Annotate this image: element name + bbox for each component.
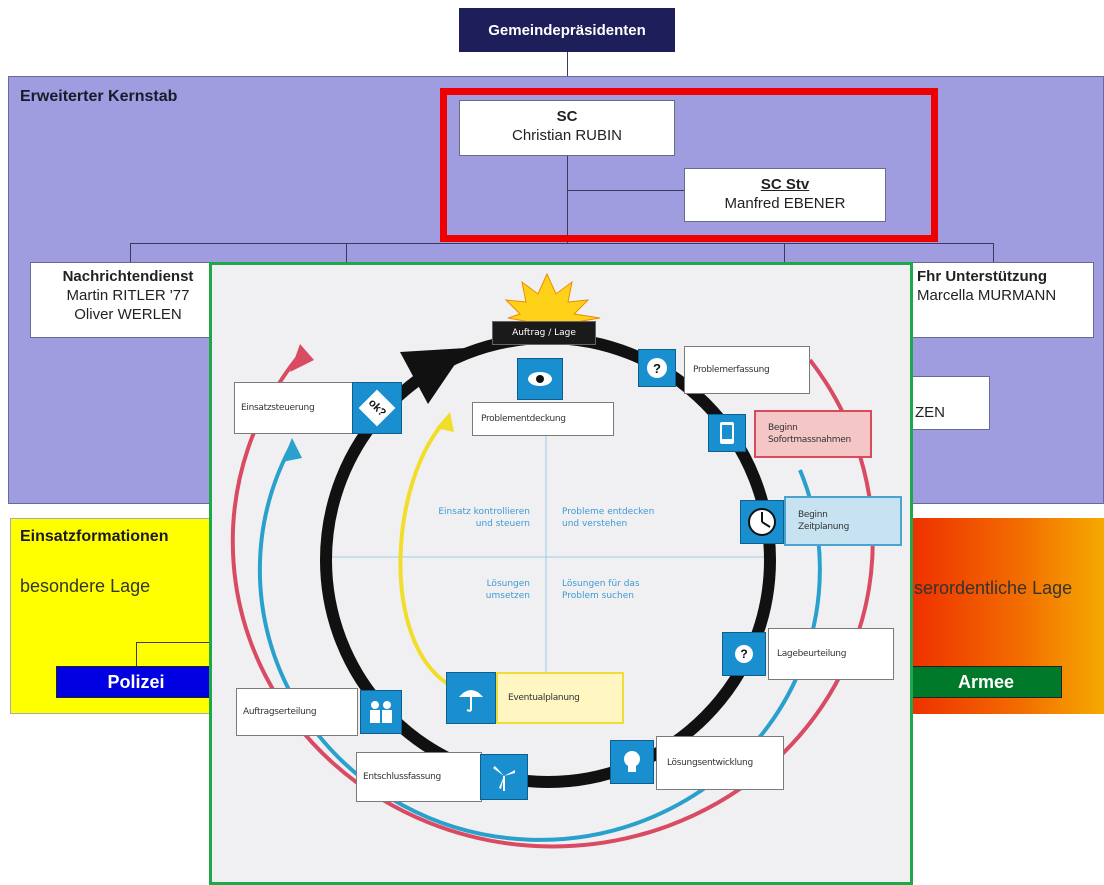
step-auftrags-label: Auftragserteilung [243,707,317,717]
step-einsatz-label: Einsatzsteuerung [241,403,315,413]
quadrant-br: Lösungen für das Problem suchen [562,578,682,602]
nachrichten-name-1: Martin RITLER '77 [66,287,190,304]
step-eventual-label: Eventualplanung [508,693,580,703]
starburst [504,272,601,327]
branch-line [130,243,994,244]
step-problementdeckung: Problementdeckung [472,402,614,436]
red-arc [230,350,875,849]
step-auftragserteilung: Auftragserteilung [236,688,358,736]
connector [784,243,785,263]
connector [567,52,568,76]
ok-diamond-icon: ok? [352,382,402,434]
lightbulb-icon [610,740,654,784]
eye-icon [517,358,563,400]
sc-stv-box: SC Stv Manfred EBENER [684,168,886,222]
highlight-frame [440,88,938,242]
cycle-arrowhead [400,348,466,404]
quadrant-tr-1: Probleme entdecken [562,507,655,517]
polizei-label: Polizei [107,671,165,692]
quadrant-bl-1: Lösungen [486,579,530,589]
quadrant-tl-2: und steuern [475,519,530,529]
step-zeitplanung: Beginn Zeitplanung [784,496,902,546]
step-problemerfassung-label: Problemerfassung [693,365,770,375]
clock-icon [740,500,784,544]
step-problemerfassung: Problemerfassung [684,346,810,394]
armee-box: Armee [910,666,1062,698]
quadrant-tr-2: und verstehen [562,519,628,529]
connector [136,642,216,643]
quadrant-tr: Probleme entdecken und verstehen [562,506,682,530]
sc-role: SC [556,108,578,125]
step-loesung-label: Lösungsentwicklung [667,758,753,768]
step-zeit-line2: Zeitplanung [798,522,849,532]
quadrant-br-1: Lösungen für das [562,579,640,589]
step-entschluss-label: Entschlussfassung [363,772,441,782]
polizei-box: Polizei [56,666,216,698]
sc-box: SC Christian RUBIN [459,100,675,156]
connector [346,243,347,263]
quadrant-bl: Lösungen umsetzen [430,578,530,602]
quadrant-br-2: Problem suchen [562,591,634,601]
auftrag-text: Auftrag / Lage [512,328,576,338]
nachrichten-name-2: Oliver WERLEN [74,306,182,323]
armee-label: Armee [957,671,1015,692]
top-box: Gemeindepräsidenten [459,8,675,52]
connector [130,243,131,263]
people-icon [360,690,402,734]
sc-stv-name: Manfred EBENER [724,195,846,212]
ok-diamond-text: ok? [358,389,396,427]
connector [136,642,137,666]
yellow-arrowhead [436,412,454,432]
question-icon: ? [638,349,676,387]
formations-label: Einsatzformationen [20,528,169,545]
phone-icon [708,414,746,452]
fhr-name-1: Marcella MURMANN [917,287,1057,304]
step-entschlussfassung: Entschlussfassung [356,752,482,802]
blue-arrowhead [282,438,302,462]
step-lagebeurteilung: Lagebeurteilung [768,628,894,680]
step-eventualplanung: Eventualplanung [496,672,624,724]
partial-text: ZEN [915,404,945,421]
question-icon-text: ? [647,358,667,378]
connector [567,156,568,244]
step-sofortmassnahmen: Beginn Sofortmassnahmen [754,410,872,458]
connector [993,243,994,263]
compass-icon: ? [722,632,766,676]
sc-name: Christian RUBIN [511,127,623,144]
auftrag-label: Auftrag / Lage [492,321,596,345]
step-loesungsentwicklung: Lösungsentwicklung [656,736,784,790]
fhr-box: Fhr Unterstützung Marcella MURMANN [884,262,1094,338]
formations-left-sub: besondere Lage [20,576,151,596]
nachrichten-box: Nachrichtendienst Martin RITLER '77 Oliv… [30,262,226,338]
step-lagebeurteilung-label: Lagebeurteilung [777,649,847,659]
umbrella-icon [446,672,496,724]
formations-right-sub: serordentliche Lage [914,578,1073,598]
top-title: Gemeindepräsidenten [488,21,646,39]
kernstab-label: Erweiterter Kernstab [20,88,178,105]
quadrant-tl-1: Einsatz kontrollieren [438,507,530,517]
connector [567,190,685,191]
compass-icon-text: ? [735,645,753,663]
windmill-icon [480,754,528,800]
quadrant-tl: Einsatz kontrollieren und steuern [418,506,530,530]
step-problementdeckung-label: Problementdeckung [481,414,566,424]
step-zeit-line1: Beginn [798,510,828,520]
yellow-arc [398,418,450,686]
red-arrowhead [290,344,314,372]
step-einsatzsteuerung: Einsatzsteuerung [234,382,354,434]
quadrant-bl-2: umsetzen [485,591,530,601]
nachrichten-role: Nachrichtendienst [62,268,194,285]
step-sofort-line1: Beginn [768,423,798,433]
sc-stv-role: SC Stv [760,176,810,193]
fhr-role: Fhr Unterstützung [917,268,1047,285]
step-sofort-line2: Sofortmassnahmen [768,435,851,445]
